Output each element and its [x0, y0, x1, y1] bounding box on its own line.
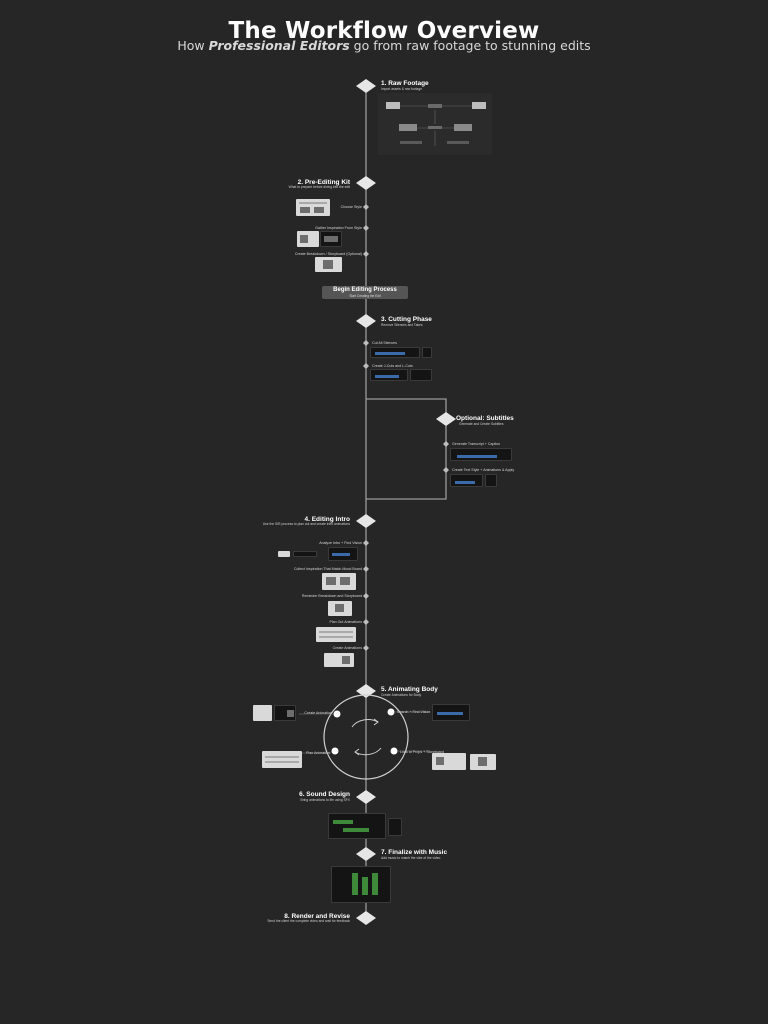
cycle-plan-animation: Plan Animation: [306, 751, 330, 755]
jl-cuts-thumbnail: [370, 369, 408, 381]
substep-choose-style: Choose Style: [340, 205, 362, 209]
substep-node: [363, 340, 369, 346]
substep-node: [363, 225, 369, 231]
substep-plan-animations: Plan Out Animations: [329, 620, 362, 624]
substep-node: [363, 566, 369, 572]
node-body: [356, 684, 376, 698]
substep-create-text-style: Create Text Style + Animations & Apply: [452, 468, 515, 472]
step-raw-footage-label: 1. Raw Footage: [381, 80, 429, 87]
node-render: [356, 911, 376, 925]
cycle-search-find-vision: Search + Find Vision: [397, 710, 431, 714]
step-subtitles-sub: Generate and Create Subtitles: [459, 422, 504, 426]
step-cutting-label: 3. Cutting Phase: [381, 316, 432, 323]
cycle-point: [331, 747, 339, 755]
step-intro-sub: Use the SIR process to plan out and crea…: [262, 522, 350, 526]
moodboard-thumbnail: [322, 573, 356, 590]
cycle-point: [333, 710, 341, 718]
substep-gather-inspiration: Gather Inspiration From Style: [315, 226, 362, 230]
substep-analyze-intro: Analyze Intro + Find Vision: [319, 541, 362, 545]
node-raw-footage: [356, 79, 376, 93]
node-subtitles: [436, 412, 456, 426]
body-thumbnail-5: [432, 753, 466, 770]
inspiration-thumbnail-2: [320, 231, 342, 247]
cycle-create-animation: Create Animation: [304, 711, 332, 715]
substep-node: [363, 251, 369, 257]
node-cutting: [356, 314, 376, 328]
analyze-thumbnail-1: [278, 551, 290, 557]
step-cutting-sub: Remove Silences and Takes: [381, 323, 423, 327]
substep-node: [363, 645, 369, 651]
subtitle-branch-line: [366, 398, 447, 500]
substep-node: [443, 441, 449, 447]
page-title: The Workflow Overview: [228, 18, 540, 44]
substep-collect-inspiration: Collect Inspiration That Match Mood Boar…: [293, 567, 362, 571]
node-music: [356, 847, 376, 861]
step-sound-label: 6. Sound Design: [299, 791, 350, 798]
substep-create-animations: Create Animations: [332, 646, 362, 650]
substep-node: [363, 204, 369, 210]
step-sound-sub: Bring animations to life using SFX: [300, 798, 350, 802]
step-music-sub: Add music to match the vibe of the video: [381, 856, 441, 860]
step-pre-editing-sub: What to prepare before diving into the e…: [288, 185, 350, 189]
body-thumbnail-3: [432, 704, 470, 721]
step-render-sub: Send the client the complete video and w…: [267, 919, 350, 923]
raw-footage-preview: [378, 93, 492, 155]
substep-cut-silences: Cut All Silences: [372, 341, 397, 345]
step-body-sub: Create Animations for Body: [381, 693, 422, 697]
substep-node: [363, 593, 369, 599]
body-thumbnail-2: [274, 705, 296, 721]
substep-reminder-breakdown: Reminder Breakdown and Storyboard: [301, 594, 362, 598]
subtitle-emphasis: Professional Editors: [208, 38, 350, 53]
sound-design-thumbnail: [328, 813, 386, 839]
substep-node: [363, 619, 369, 625]
cycle-look-props: Look at Props + Storyboard: [400, 750, 444, 754]
cut-silences-thumbnail: [370, 347, 420, 358]
sound-design-thumbnail-2: [388, 818, 402, 836]
music-thumbnail: [331, 866, 391, 903]
begin-editing-sub: Start Creating the Edit: [349, 294, 381, 298]
substep-node: [363, 540, 369, 546]
substep-node: [443, 467, 449, 473]
body-thumbnail-6: [470, 754, 496, 770]
substep-node: [363, 363, 369, 369]
step-pre-editing-label: 2. Pre-Editing Kit: [297, 179, 350, 186]
transcript-thumbnail: [450, 448, 512, 461]
substep-create-breakdown: Create Breakdown / Storyboard (Optional): [294, 252, 362, 256]
body-thumbnail-4: [262, 751, 302, 768]
begin-editing-label: Begin Editing Process: [333, 287, 397, 293]
substep-generate-transcript: Generate Transcript + Caption: [452, 442, 501, 446]
cut-silences-thumbnail-2: [422, 347, 432, 358]
step-subtitles-label: Optional: Subtitles: [456, 415, 514, 422]
page-subtitle: How Professional Editors go from raw foo…: [177, 38, 591, 53]
begin-editing-button[interactable]: Begin Editing Process Start Creating the…: [322, 286, 408, 299]
node-pre-editing: [356, 176, 376, 190]
cycle-point: [387, 708, 395, 716]
step-intro-label: 4. Editing Intro: [304, 516, 351, 523]
step-body-label: 5. Animating Body: [381, 686, 438, 693]
node-sound: [356, 790, 376, 804]
cycle-point: [390, 747, 398, 755]
body-thumbnail-1: [253, 705, 272, 721]
refresh-cycle-icon: [351, 718, 382, 756]
step-render-label: 8. Render and Revise: [284, 913, 350, 920]
analyze-thumbnail-2: [293, 551, 317, 557]
style-thumbnail: [296, 199, 330, 216]
create-animations-thumbnail: [324, 653, 354, 667]
step-raw-footage-sub: Import assets & raw footage: [381, 87, 423, 91]
body-cycle-ring: [323, 694, 409, 780]
substep-jl-cuts: Create J-Cuts and L-Cuts: [372, 364, 413, 368]
text-style-thumbnail-2: [485, 474, 497, 487]
inspiration-thumbnail-1: [297, 231, 319, 247]
node-intro: [356, 514, 376, 528]
storyboard-thumbnail: [315, 257, 342, 272]
text-style-thumbnail: [450, 474, 483, 487]
step-music-label: 7. Finalize with Music: [381, 849, 448, 856]
plan-thumbnail: [316, 627, 356, 642]
jl-cuts-thumbnail-2: [410, 369, 432, 381]
reminder-thumbnail: [328, 601, 352, 616]
analyze-thumbnail-3: [328, 547, 358, 561]
